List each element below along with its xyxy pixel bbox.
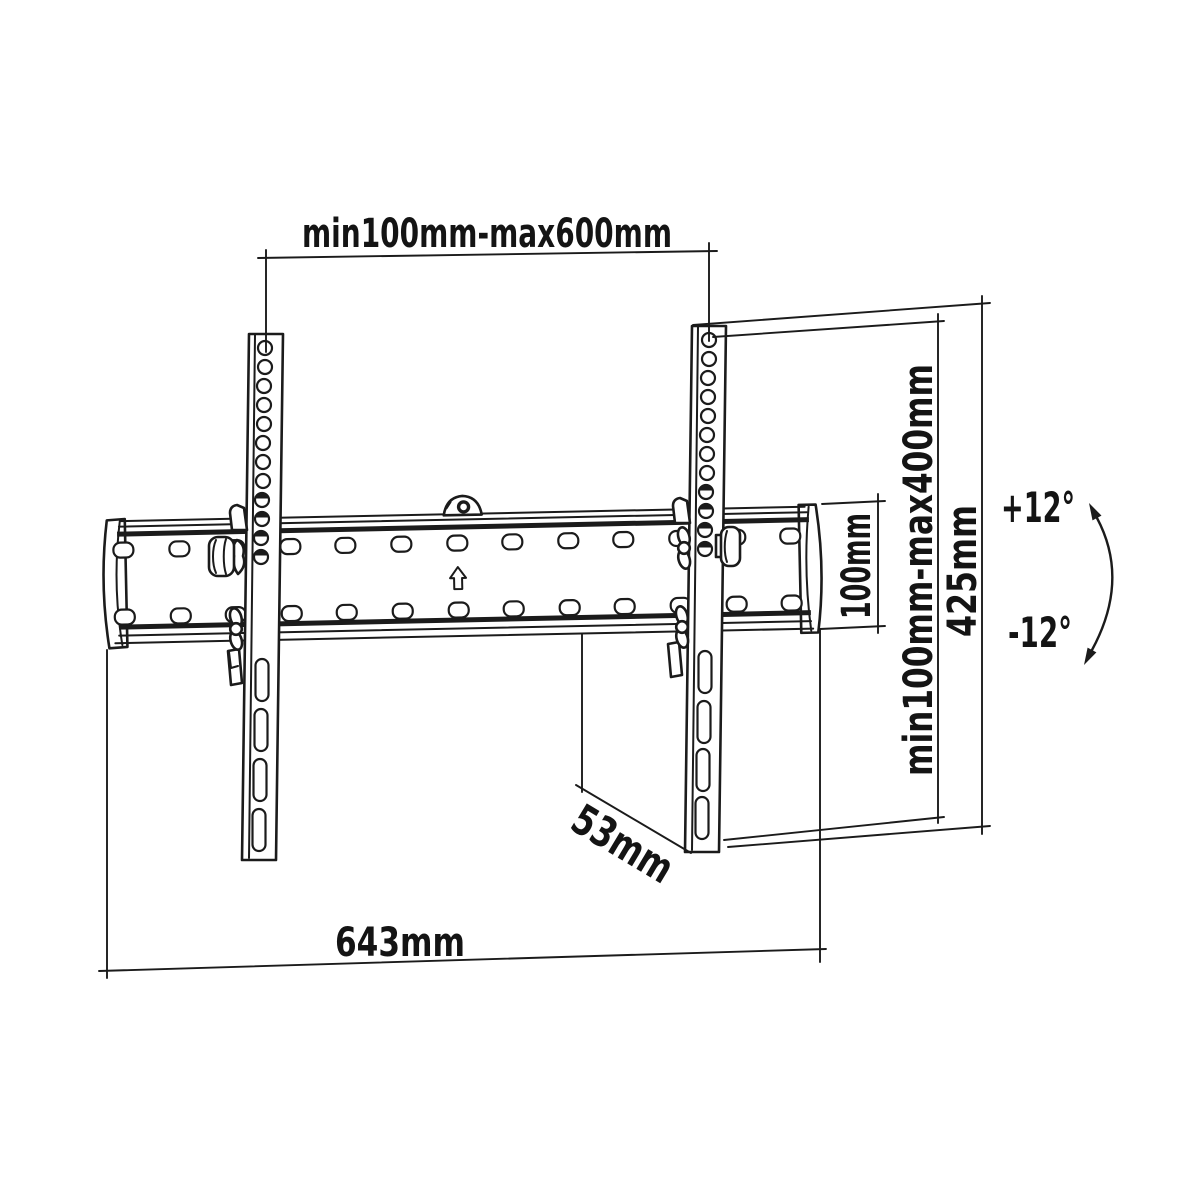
dimension-vesa-vertical: min100mm-max400mm xyxy=(712,313,945,841)
level-hook-tab xyxy=(442,494,484,517)
dim-label-top-span: min100mm-max600mm xyxy=(302,211,672,257)
left-bracket-small-tab xyxy=(228,651,239,669)
right-bracket-hook xyxy=(671,496,692,525)
tilt-arc xyxy=(1090,516,1114,652)
dimension-top-span: min100mm-max600mm xyxy=(257,211,718,353)
tilt-arc-arrow-down xyxy=(1084,647,1097,665)
tilt-down-label: -12° xyxy=(1008,608,1072,657)
dimension-rail-height: 100mm xyxy=(819,493,886,634)
dim-label-total-width: 643mm xyxy=(335,920,465,966)
left-vesa-bracket xyxy=(207,332,285,862)
up-arrow-icon xyxy=(449,566,468,591)
dimension-total-height: 425mm xyxy=(692,295,991,848)
dimension-total-width: 643mm xyxy=(98,629,827,979)
tilt-annotation: +12° -12° xyxy=(1001,483,1114,665)
adjustment-knob-left xyxy=(207,535,236,578)
tilt-up-label: +12° xyxy=(1001,483,1075,532)
left-bracket-hook xyxy=(228,503,249,532)
dim-label-vesa-vertical: min100mm-max400mm xyxy=(896,364,942,776)
right-bracket-tab xyxy=(666,640,684,679)
dim-label-rail-height: 100mm xyxy=(834,513,880,619)
tilt-arc-arrow-up xyxy=(1089,503,1102,521)
right-vesa-bracket xyxy=(666,324,742,854)
dim-label-total-height: 425mm xyxy=(940,505,986,637)
adjustment-knob-right xyxy=(714,525,742,568)
